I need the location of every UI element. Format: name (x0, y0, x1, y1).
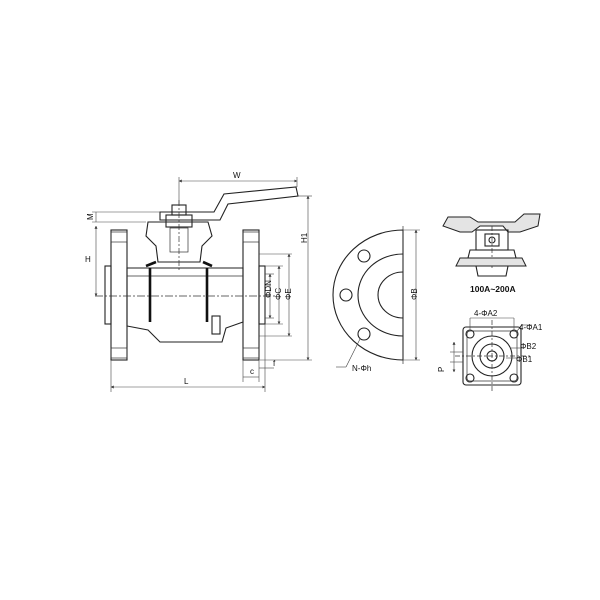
label-h1: H1 (300, 232, 309, 243)
label-f: f (273, 359, 276, 368)
mounting-pad-view: 4-ΦA2 4-ΦA1 ΦB2 ΦB1 P (437, 309, 543, 392)
right-flange (242, 229, 260, 361)
valve-body (126, 267, 244, 343)
label-c-small: c (250, 367, 254, 376)
label-nh: N-Φh (352, 364, 371, 373)
valve-front-view: W M H H1 ΦDN ΦC ΦE L (85, 171, 312, 392)
flange-end-view: ΦB N-Φh (332, 226, 420, 373)
bolt-hole-top (357, 249, 371, 263)
label-m: M (86, 213, 95, 220)
bolt-hole-mid (339, 288, 353, 302)
stem-detail-view: 100A~200A (442, 213, 541, 294)
label-p: P (437, 367, 446, 372)
pad-hole-br (509, 373, 519, 383)
label-b1: ΦB1 (516, 355, 533, 364)
pad-hole-bl (465, 373, 475, 383)
label-b2: ΦB2 (520, 342, 537, 351)
label-b: ΦB (410, 288, 419, 300)
label-size-range: 100A~200A (470, 284, 516, 294)
label-w: W (233, 171, 241, 180)
label-c: ΦC (274, 288, 283, 300)
bonnet (145, 221, 213, 263)
label-a1: 4-ΦA1 (519, 323, 543, 332)
label-h: H (85, 255, 91, 264)
left-flange (110, 229, 128, 361)
label-l: L (184, 377, 189, 386)
flange-inner-half (377, 271, 404, 319)
flange-outer-half (332, 229, 404, 361)
label-e: ΦE (284, 288, 293, 300)
label-dn: ΦDN (264, 280, 273, 298)
label-a2: 4-ΦA2 (474, 309, 498, 318)
flange-mid-half (357, 253, 404, 337)
bolt-hole-bottom (357, 327, 371, 341)
